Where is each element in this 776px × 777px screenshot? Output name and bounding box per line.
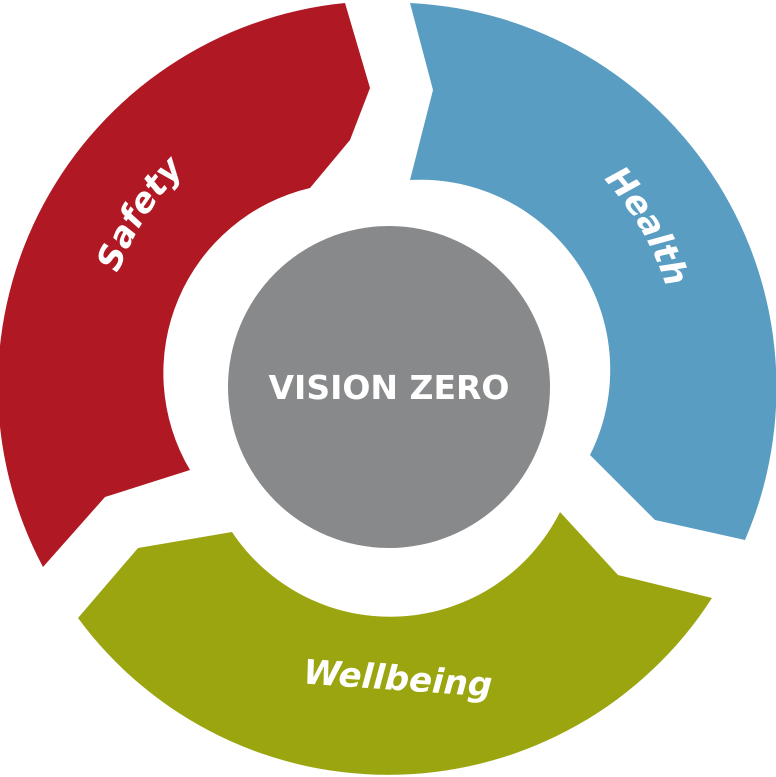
center-circle: [228, 226, 550, 548]
safety-segment: [0, 3, 370, 567]
wellbeing-segment: [78, 512, 712, 775]
center-label: VISION ZERO: [269, 368, 510, 407]
health-segment: [410, 3, 776, 540]
